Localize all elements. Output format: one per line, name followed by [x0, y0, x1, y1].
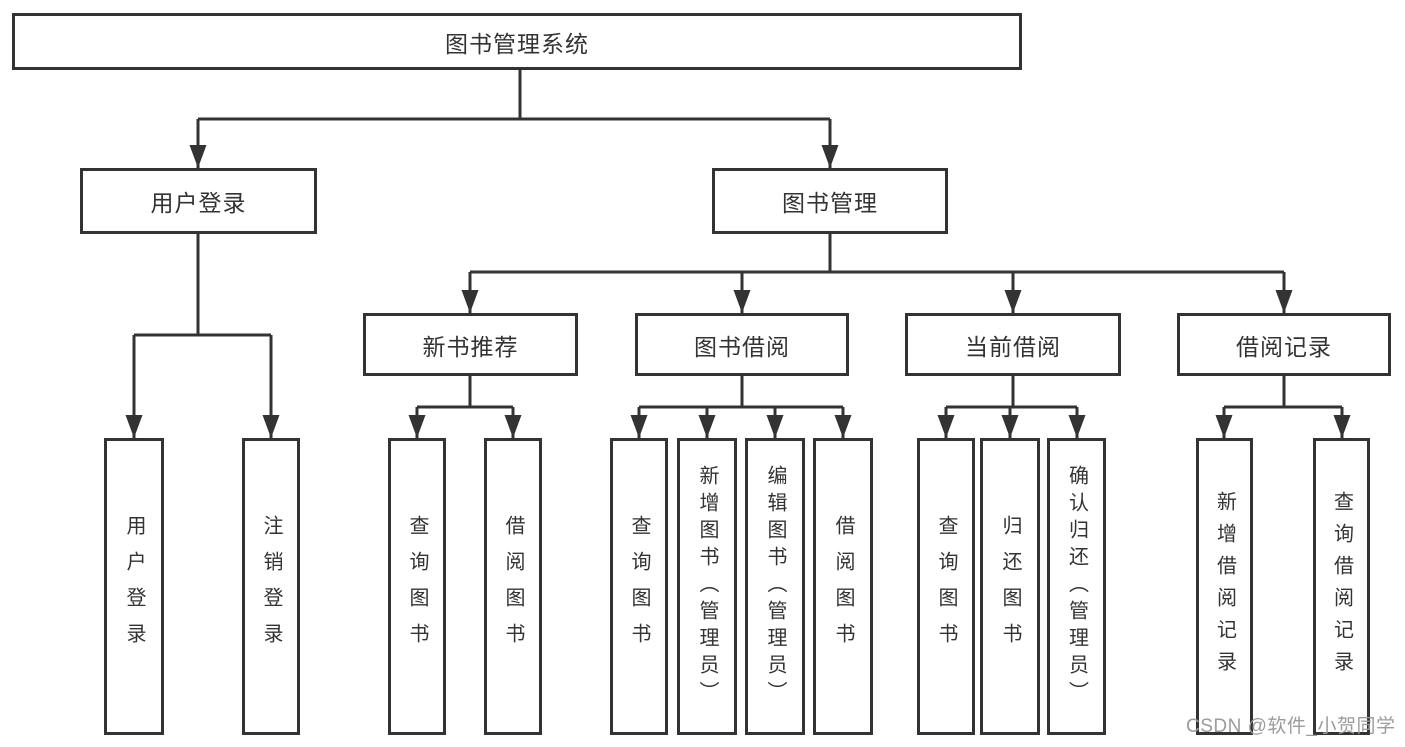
- node-user-login: 用户登录: [80, 168, 317, 234]
- node-root: 图书管理系统: [12, 13, 1022, 70]
- node-leaf-borrow-books-recommend: 借阅图书: [484, 438, 542, 735]
- node-leaf-edit-books-admin: 编辑图书（管理员）: [745, 438, 805, 735]
- node-leaf-query-books-borrow: 查询图书: [610, 438, 668, 735]
- node-leaf-confirm-return-admin: 确认归还（管理员）: [1047, 438, 1106, 735]
- node-borrow-records: 借阅记录: [1177, 313, 1391, 376]
- node-leaf-add-borrow-record: 新增借阅记录: [1196, 438, 1253, 735]
- node-leaf-return-books: 归还图书: [980, 438, 1040, 735]
- node-current-borrow: 当前借阅: [905, 313, 1121, 376]
- node-leaf-logout: 注销登录: [242, 438, 300, 735]
- node-leaf-query-borrow-record: 查询借阅记录: [1313, 438, 1370, 735]
- node-leaf-query-books-recommend: 查询图书: [388, 438, 446, 735]
- node-book-borrow: 图书借阅: [635, 313, 849, 376]
- node-leaf-borrow-books: 借阅图书: [813, 438, 873, 735]
- node-book-management: 图书管理: [712, 168, 948, 234]
- watermark: CSDN @软件_小贺同学: [1186, 716, 1396, 737]
- node-leaf-user-login: 用户登录: [104, 438, 164, 735]
- node-leaf-add-books-admin: 新增图书（管理员）: [677, 438, 737, 735]
- node-leaf-query-books-current: 查询图书: [917, 438, 975, 735]
- node-new-book-recommend: 新书推荐: [363, 313, 578, 376]
